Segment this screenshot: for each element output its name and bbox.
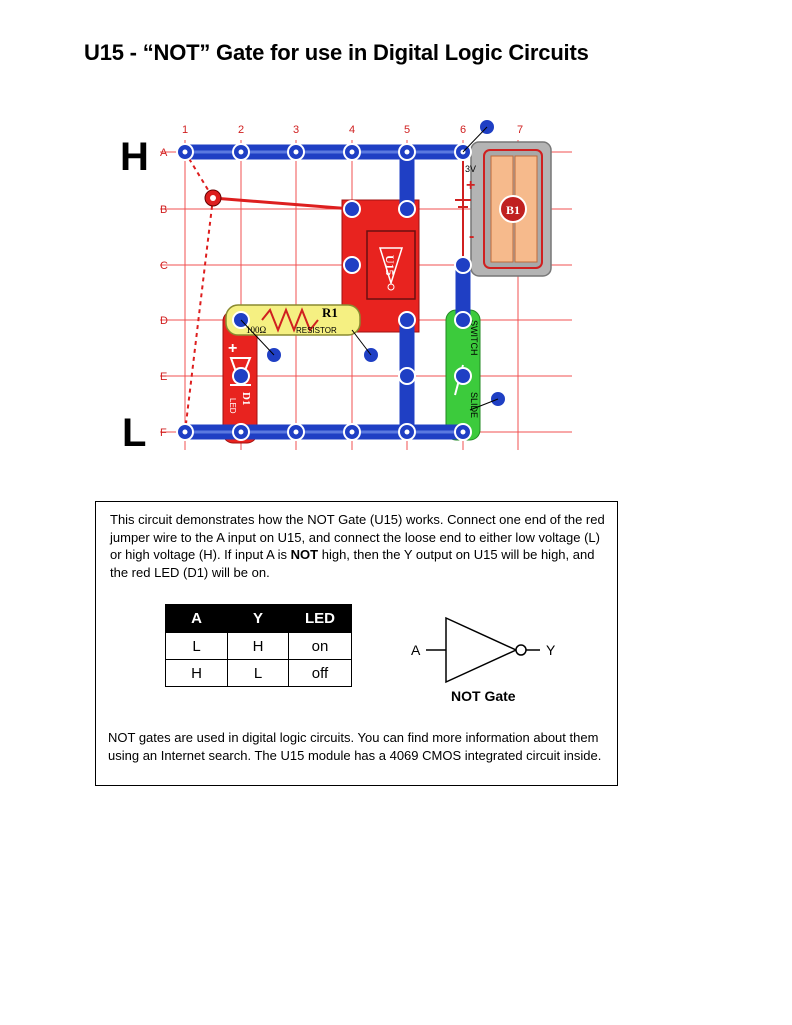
col-label: 7 [517, 124, 523, 136]
resistor-text: RESISTOR [296, 326, 337, 335]
cell: off [288, 659, 352, 687]
cell: H [165, 659, 228, 687]
header-led: LED [288, 604, 352, 633]
row-low-label: L [122, 411, 146, 455]
gate-input-label: A [411, 642, 421, 658]
truth-table: A Y LED L H on H L off [165, 604, 352, 687]
row-label: D [160, 315, 168, 327]
cell: H [227, 632, 289, 660]
battery-b1: B1 3V + - [455, 141, 552, 277]
cell: L [165, 632, 228, 660]
battery-voltage: 3V [465, 164, 476, 174]
gate-caption: NOT Gate [451, 688, 516, 704]
row-label: F [160, 427, 167, 439]
cell: on [288, 632, 352, 660]
col-label: 3 [293, 124, 299, 136]
row-label: B [160, 204, 167, 216]
intro-paragraph: This circuit demonstrates how the NOT Ga… [110, 512, 605, 580]
resistor-r1: R1 100Ω RESISTOR [225, 304, 361, 336]
page-title: U15 - “NOT” Gate for use in Digital Logi… [84, 40, 589, 65]
row-high-label: H [120, 135, 149, 179]
gate-output-label: Y [546, 642, 556, 658]
battery-label: B1 [506, 203, 520, 217]
header-a: A [165, 604, 228, 633]
cell: L [227, 659, 289, 687]
table-row: L H on [165, 632, 352, 660]
col-label: 5 [404, 124, 410, 136]
battery-plus: + [466, 177, 475, 194]
u15-label: U15 [383, 255, 397, 276]
header-y: Y [227, 604, 289, 633]
led-text: LED [228, 398, 237, 414]
circuit-diagram: H L 1 2 3 4 5 6 7 A B C D E F B1 3V + - [120, 118, 572, 455]
led-plus: + [228, 340, 237, 357]
col-label: 1 [182, 124, 188, 136]
col-label: 4 [349, 124, 355, 136]
battery-minus: - [469, 228, 474, 245]
info-box: This circuit demonstrates how the NOT Ga… [95, 501, 618, 786]
row-label: C [160, 260, 168, 272]
snap-nodes [176, 118, 507, 441]
row-label: E [160, 371, 167, 383]
not-gate-symbol: A Y [411, 616, 556, 684]
closing-paragraph: NOT gates are used in digital logic circ… [108, 730, 602, 763]
led-label: D1 [240, 392, 252, 405]
row-label: A [160, 147, 168, 159]
resistor-label: R1 [322, 305, 338, 320]
truth-table-header: A Y LED [165, 604, 352, 633]
emphasis-not: NOT [290, 547, 319, 562]
jumper-wires [184, 151, 353, 433]
slide-text: SLIDE [469, 392, 479, 418]
col-label: 2 [238, 124, 244, 136]
resistor-value: 100Ω [246, 325, 267, 335]
switch-text: SWITCH [469, 320, 479, 356]
col-label: 6 [460, 124, 466, 136]
table-row: H L off [165, 659, 352, 687]
